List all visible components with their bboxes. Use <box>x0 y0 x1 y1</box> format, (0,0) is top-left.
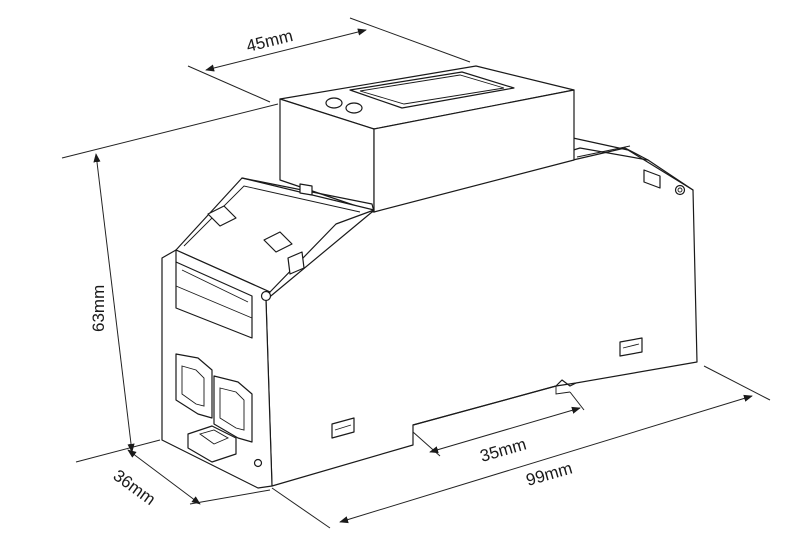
din-latch-tab <box>198 429 230 445</box>
label-63mm: 63mm <box>89 285 108 332</box>
ext-line-63-top <box>61 103 279 159</box>
ext-line-63-bottom <box>75 439 161 463</box>
display-block-side <box>373 89 575 213</box>
side-slot-rear-inner <box>622 343 640 349</box>
screw-window-3 <box>287 251 305 275</box>
dim-line-35 <box>429 406 581 454</box>
body-rear-top-back <box>572 137 694 191</box>
terminal-cover-inner <box>183 185 361 247</box>
side-slot-rear <box>619 337 643 357</box>
terminal-channel-inner <box>181 269 249 303</box>
led-indicator-2 <box>345 102 363 114</box>
ext-line-36-right <box>189 489 271 505</box>
rear-screw <box>674 184 686 196</box>
ext-line-35-left <box>412 431 441 457</box>
ext-line-99-left <box>271 487 331 529</box>
dim-line-63 <box>93 153 135 453</box>
terminal-channel-lip <box>175 285 253 319</box>
clip-terminal-right <box>213 375 253 443</box>
label-35mm: 35mm <box>478 435 529 466</box>
device-body <box>161 65 698 489</box>
rear-screw-center <box>677 187 683 193</box>
shoulder-notch <box>299 183 313 196</box>
ext-line-99-right <box>703 365 771 401</box>
ext-line-45-left <box>187 65 271 103</box>
front-screw-top <box>260 290 272 302</box>
dim-line-45 <box>205 28 367 72</box>
label-45mm: 45mm <box>244 26 294 56</box>
dim-line-99 <box>339 394 753 524</box>
rear-latch-slot <box>643 169 661 189</box>
ext-line-35-right <box>569 391 585 411</box>
body-rear-inner-line <box>576 145 631 158</box>
din-rail-groove-edge <box>555 386 571 395</box>
display-window <box>349 71 515 109</box>
terminal-channel <box>175 261 253 339</box>
clip-terminal-right-inner <box>219 387 245 431</box>
screw-window-2 <box>263 231 293 253</box>
front-screw-bottom <box>253 458 263 468</box>
clip-terminal-left <box>175 353 213 419</box>
led-indicator-1 <box>325 97 343 109</box>
terminal-cover-ridge <box>241 177 375 213</box>
display-window-inner <box>359 74 505 105</box>
dim-line-36 <box>127 449 201 505</box>
dimension-lines <box>61 17 771 529</box>
screw-window-1 <box>207 205 237 227</box>
ext-line-45-right <box>349 17 471 63</box>
clip-terminal-left-inner <box>181 365 205 407</box>
label-36mm: 36mm <box>110 466 159 509</box>
body-side-rear <box>265 147 698 487</box>
